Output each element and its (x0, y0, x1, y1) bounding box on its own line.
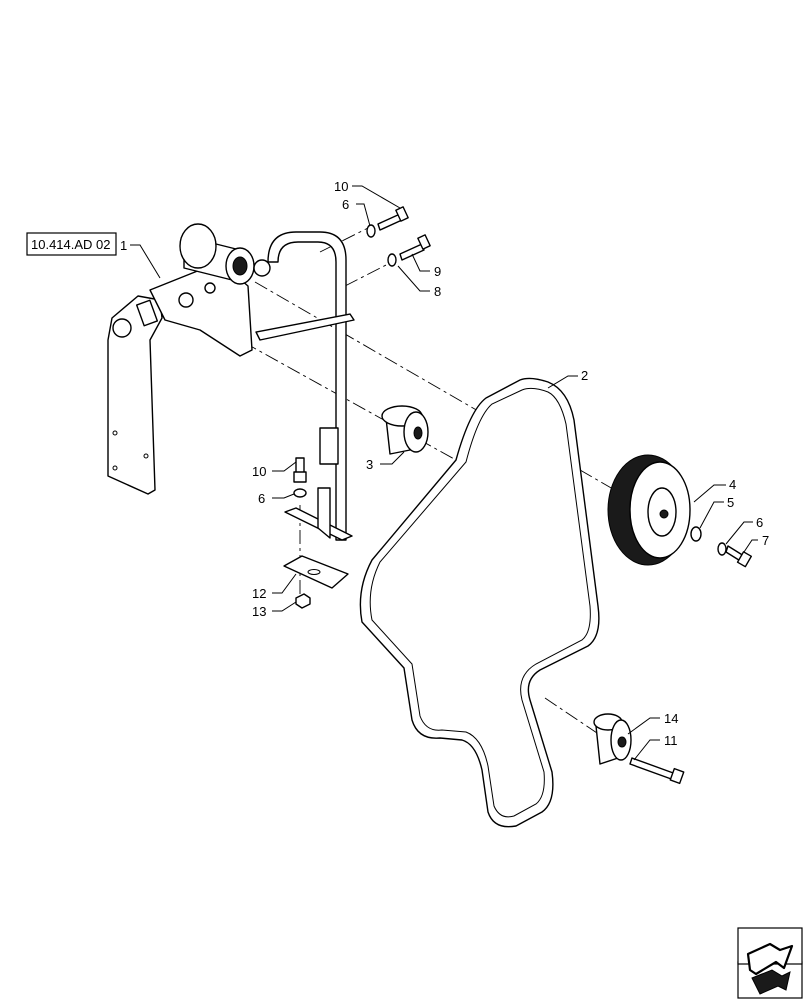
crank-pulley (607, 454, 691, 566)
callout-4: 4 (729, 477, 736, 492)
callout-12: 12 (252, 586, 266, 601)
callout-leaders (130, 185, 758, 761)
callout-7: 7 (762, 533, 769, 548)
callout-1: 1 (120, 238, 127, 253)
callout-10-center: 10 (252, 464, 266, 479)
callout-6-center: 6 (258, 491, 265, 506)
serpentine-belt (359, 377, 600, 828)
callout-9: 9 (434, 264, 441, 279)
callout-6-top: 6 (342, 197, 349, 212)
callout-8: 8 (434, 284, 441, 299)
tensioner-bracket-assembly (107, 223, 271, 495)
idler-pulley (381, 405, 429, 455)
callout-14: 14 (664, 711, 678, 726)
callout-11: 11 (664, 733, 678, 748)
callout-6-right: 6 (756, 515, 763, 530)
reference-label: 10.414.AD 02 (31, 237, 111, 252)
callout-5: 5 (727, 495, 734, 510)
callout-10-top: 10 (334, 179, 348, 194)
callout-2: 2 (581, 368, 588, 383)
fasteners (283, 206, 753, 785)
next-page-arrow-icon[interactable] (737, 927, 803, 999)
support-frame (255, 231, 355, 541)
callout-3: 3 (366, 457, 373, 472)
callout-13: 13 (252, 604, 266, 619)
reference-box[interactable]: 10.414.AD 02 (26, 232, 117, 256)
callout-labels: 1 2 3 4 5 6 6 6 7 8 9 10 10 11 12 13 14 (120, 179, 769, 748)
lower-idler-pulley (593, 713, 632, 765)
